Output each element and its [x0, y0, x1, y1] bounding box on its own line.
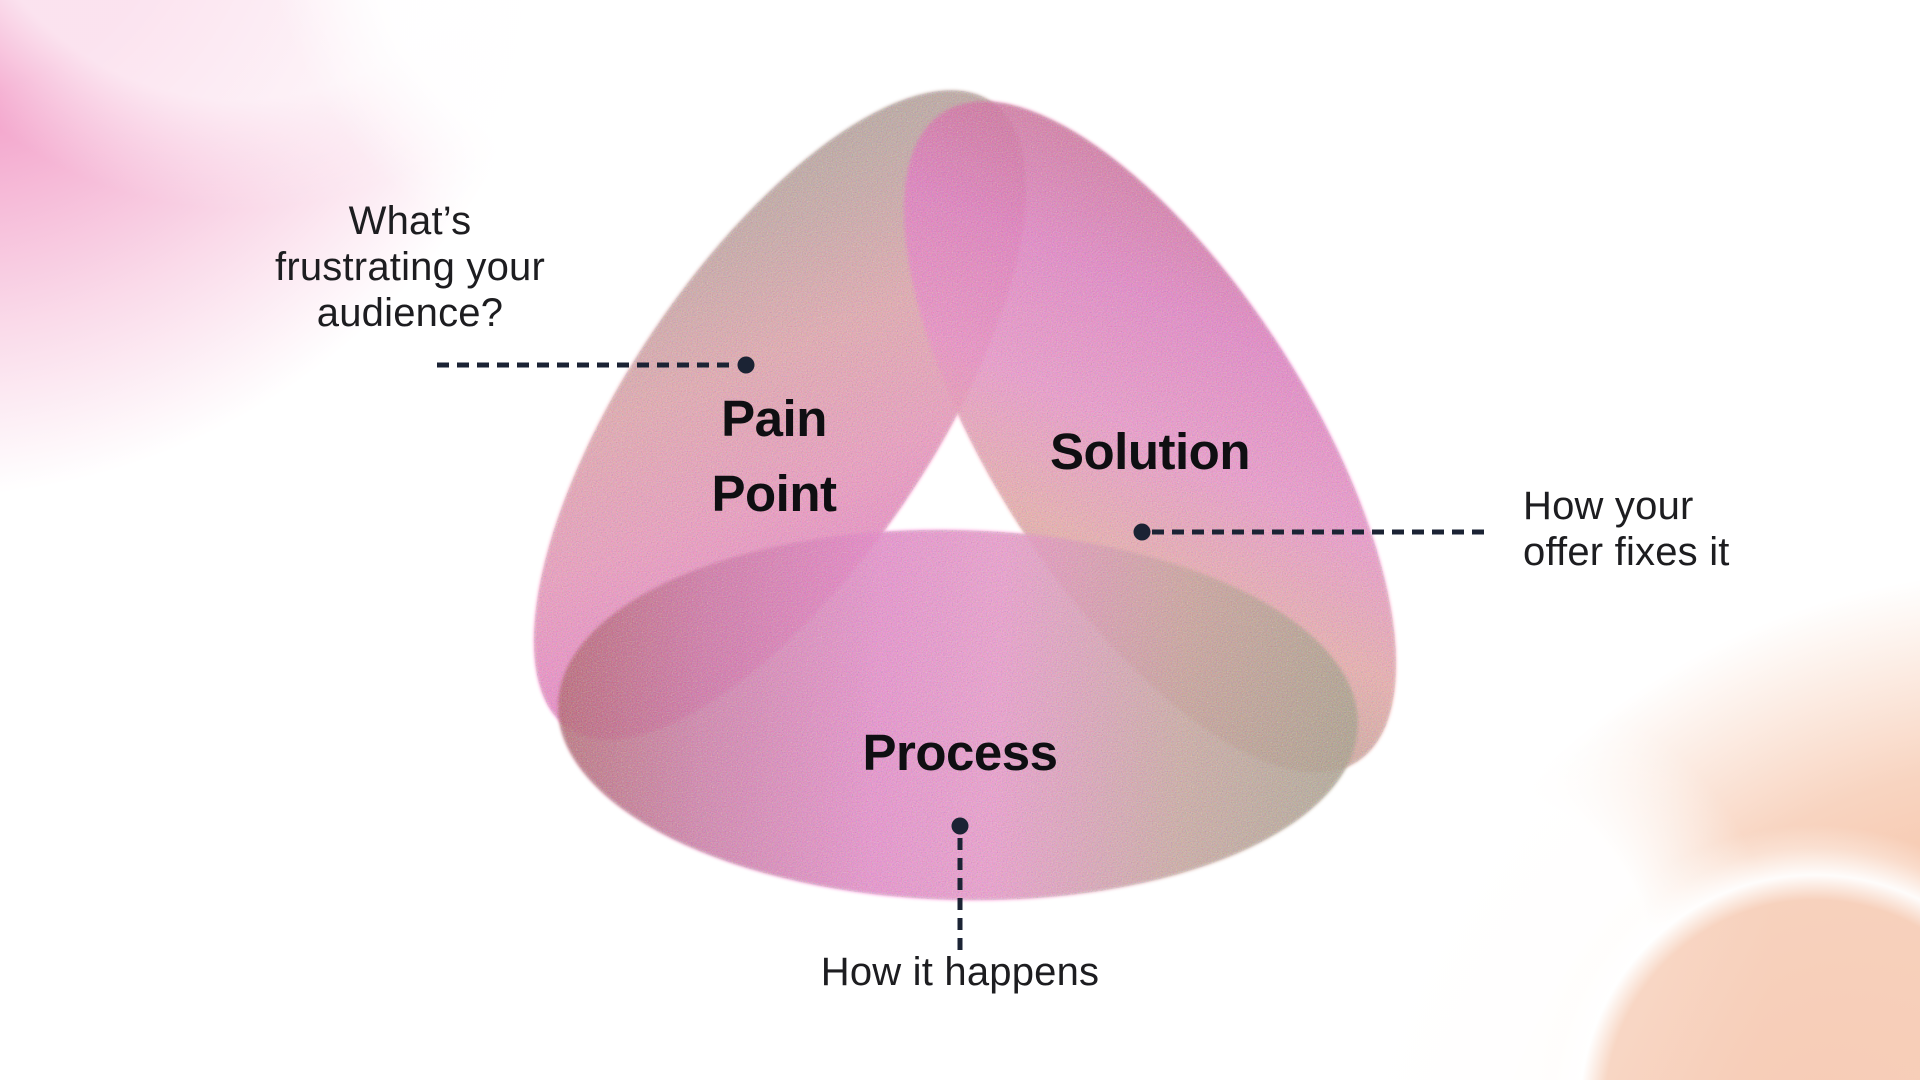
annotation-process: How it happens — [760, 949, 1160, 995]
process-leader-dot — [951, 817, 969, 835]
annotation-line: What’s — [348, 199, 472, 243]
label-line: Point — [711, 465, 837, 522]
annotation-line: How it happens — [820, 950, 1100, 994]
label-line: Pain — [721, 390, 827, 447]
annotation-line: frustrating your — [275, 245, 545, 289]
label-solution: Solution — [1050, 423, 1250, 480]
leader-dots — [737, 356, 1151, 835]
annotation-line: audience? — [316, 291, 504, 335]
annotation-solution: How your offer fixes it — [1523, 483, 1853, 575]
pain-point-leader-dot — [737, 356, 755, 374]
solution-leader-dot — [1133, 523, 1151, 541]
label-pain-point: Pain Point — [574, 381, 974, 531]
label-process: Process — [862, 724, 1058, 781]
annotation-line: How your — [1523, 484, 1694, 528]
leader-lines — [437, 362, 1492, 950]
annotation-line: offer fixes it — [1523, 530, 1730, 574]
annotation-pain-point: What’s frustrating your audience? — [210, 198, 610, 336]
